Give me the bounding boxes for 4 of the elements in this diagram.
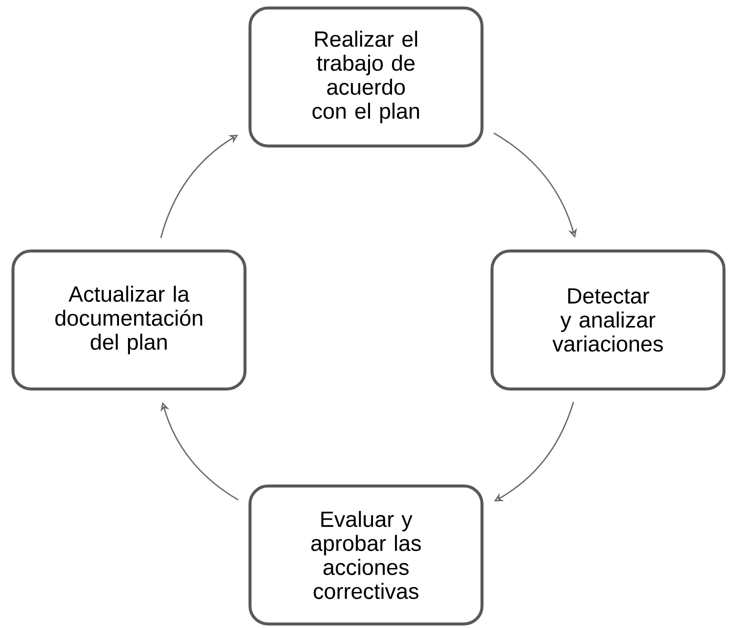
process-box: Actualizar la documentación del plan [12, 250, 246, 390]
process-box: Realizar el trabajo de acuerdo con el plan [248, 6, 484, 148]
process-box: Detectar y analizar variaciones [490, 250, 726, 390]
process-box: Evaluar y aprobar las acciones correctivas [248, 484, 484, 626]
